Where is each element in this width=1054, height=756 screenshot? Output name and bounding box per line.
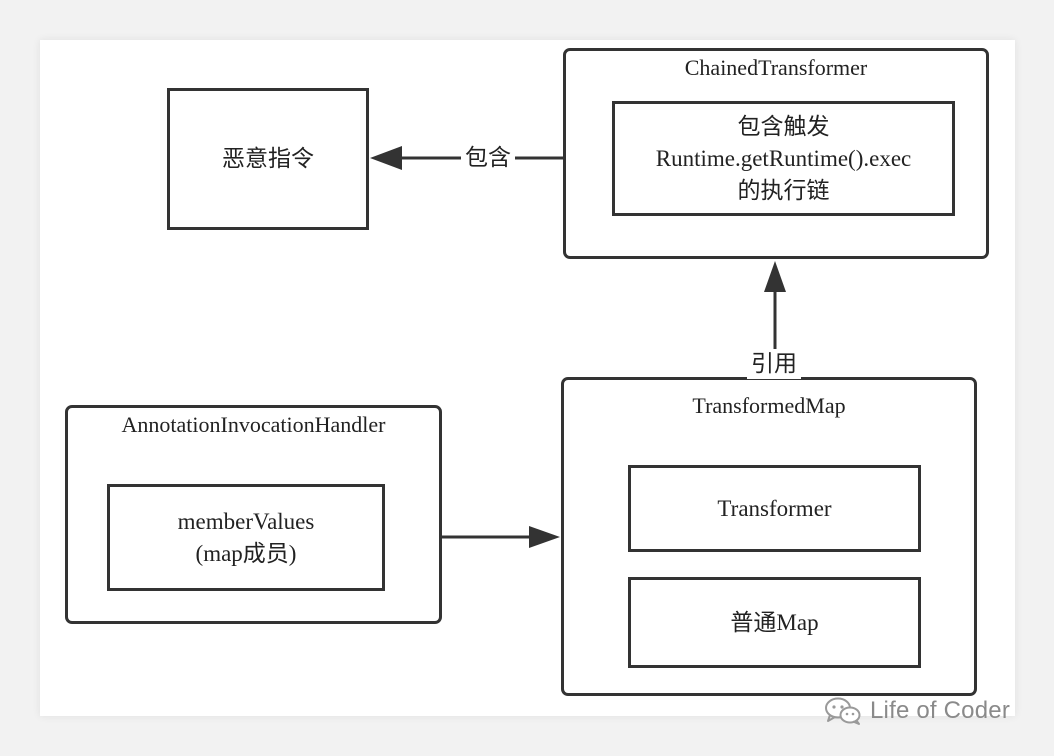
- watermark-text: Life of Coder: [870, 697, 1011, 724]
- references-arrowhead: [764, 261, 786, 292]
- exec-chain-line2: Runtime.getRuntime().exec: [655, 145, 912, 171]
- member-values-line1: memberValues: [177, 508, 315, 534]
- annotation-handler-title: AnnotationInvocationHandler: [121, 412, 386, 437]
- transformer-label: Transformer: [717, 495, 832, 521]
- contains-edge-label: 包含: [461, 143, 515, 173]
- member-values-arrowhead: [529, 526, 560, 548]
- chained-transformer-title: ChainedTransformer: [684, 55, 868, 80]
- wechat-icon: [825, 697, 861, 725]
- exec-chain-line3: 的执行链: [737, 177, 830, 203]
- plain-map-label: 普通Map: [730, 609, 819, 635]
- exec-chain-node: 包含触发 Runtime.getRuntime().exec 的执行链: [612, 101, 955, 216]
- malicious-command-node: 恶意指令: [167, 88, 369, 230]
- plain-map-node: 普通Map: [628, 577, 921, 668]
- member-values-line2: (map成员): [195, 540, 297, 566]
- member-values-node: memberValues (map成员): [107, 484, 385, 591]
- exec-chain-line1: 包含触发: [737, 113, 830, 139]
- malicious-command-label: 恶意指令: [222, 146, 314, 171]
- transformer-node: Transformer: [628, 465, 921, 552]
- transformed-map-title: TransformedMap: [692, 393, 846, 418]
- contains-arrowhead: [370, 146, 402, 170]
- references-edge-label: 引用: [747, 349, 801, 379]
- watermark: Life of Coder: [824, 694, 1010, 728]
